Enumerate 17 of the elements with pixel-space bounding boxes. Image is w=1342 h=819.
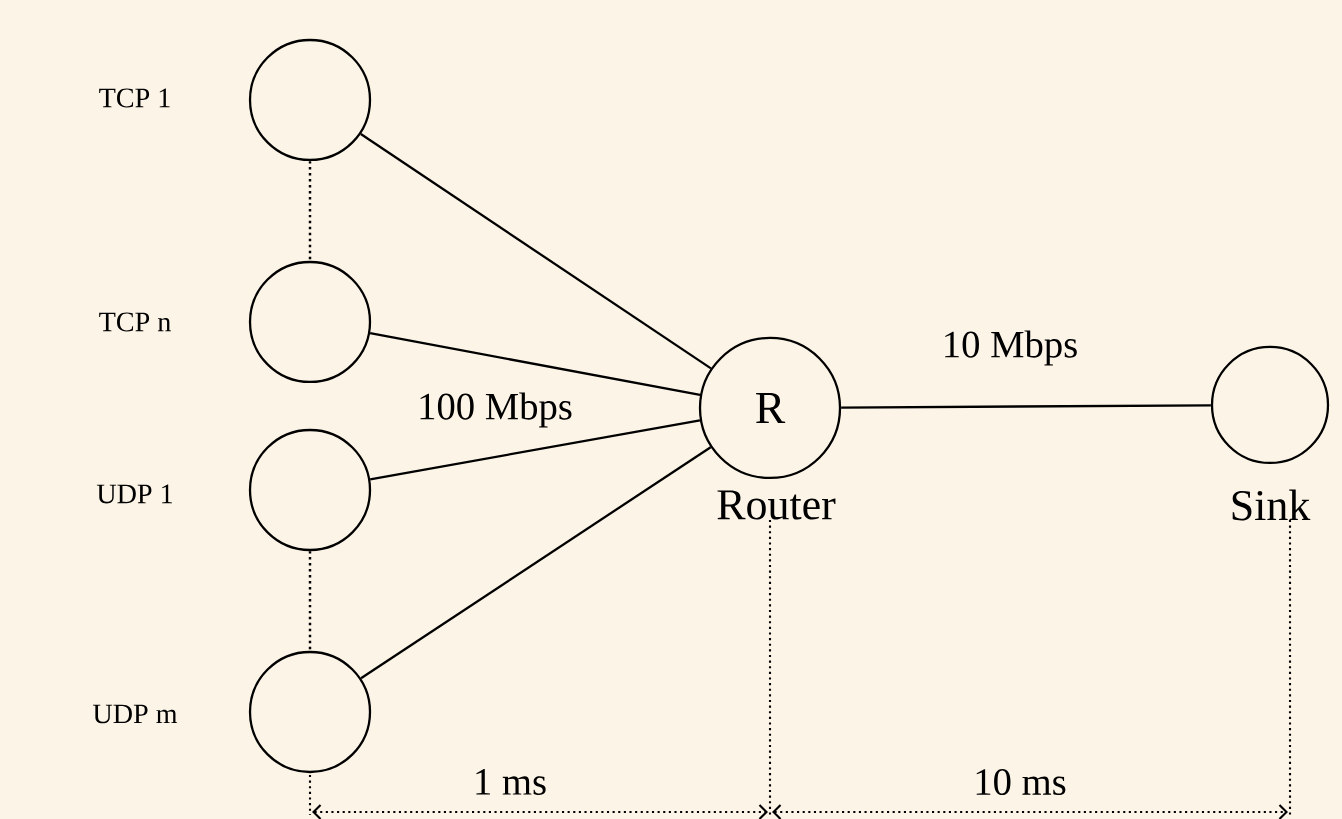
- delay-label: 10 ms: [976, 768, 1066, 796]
- node-label: Sink: [1232, 489, 1311, 521]
- node-label: TCP n: [99, 312, 171, 332]
- edge-label: 10 Mbps: [945, 330, 1077, 366]
- node-label: Router: [717, 490, 836, 520]
- link-line: [841, 404, 1211, 409]
- link-line: [360, 446, 712, 680]
- delay-label: 1 ms: [476, 769, 546, 795]
- dotted-line: [308, 161, 312, 261]
- node-label: UDP 1: [96, 484, 172, 504]
- dotted-line: [308, 551, 312, 651]
- link-label: 100 Mbps: [420, 392, 572, 428]
- node-label: TCP 1: [99, 88, 170, 108]
- node-label: UDP m: [93, 704, 178, 724]
- link-line: [369, 332, 701, 397]
- link-line: [370, 419, 701, 481]
- link-line: [360, 133, 712, 370]
